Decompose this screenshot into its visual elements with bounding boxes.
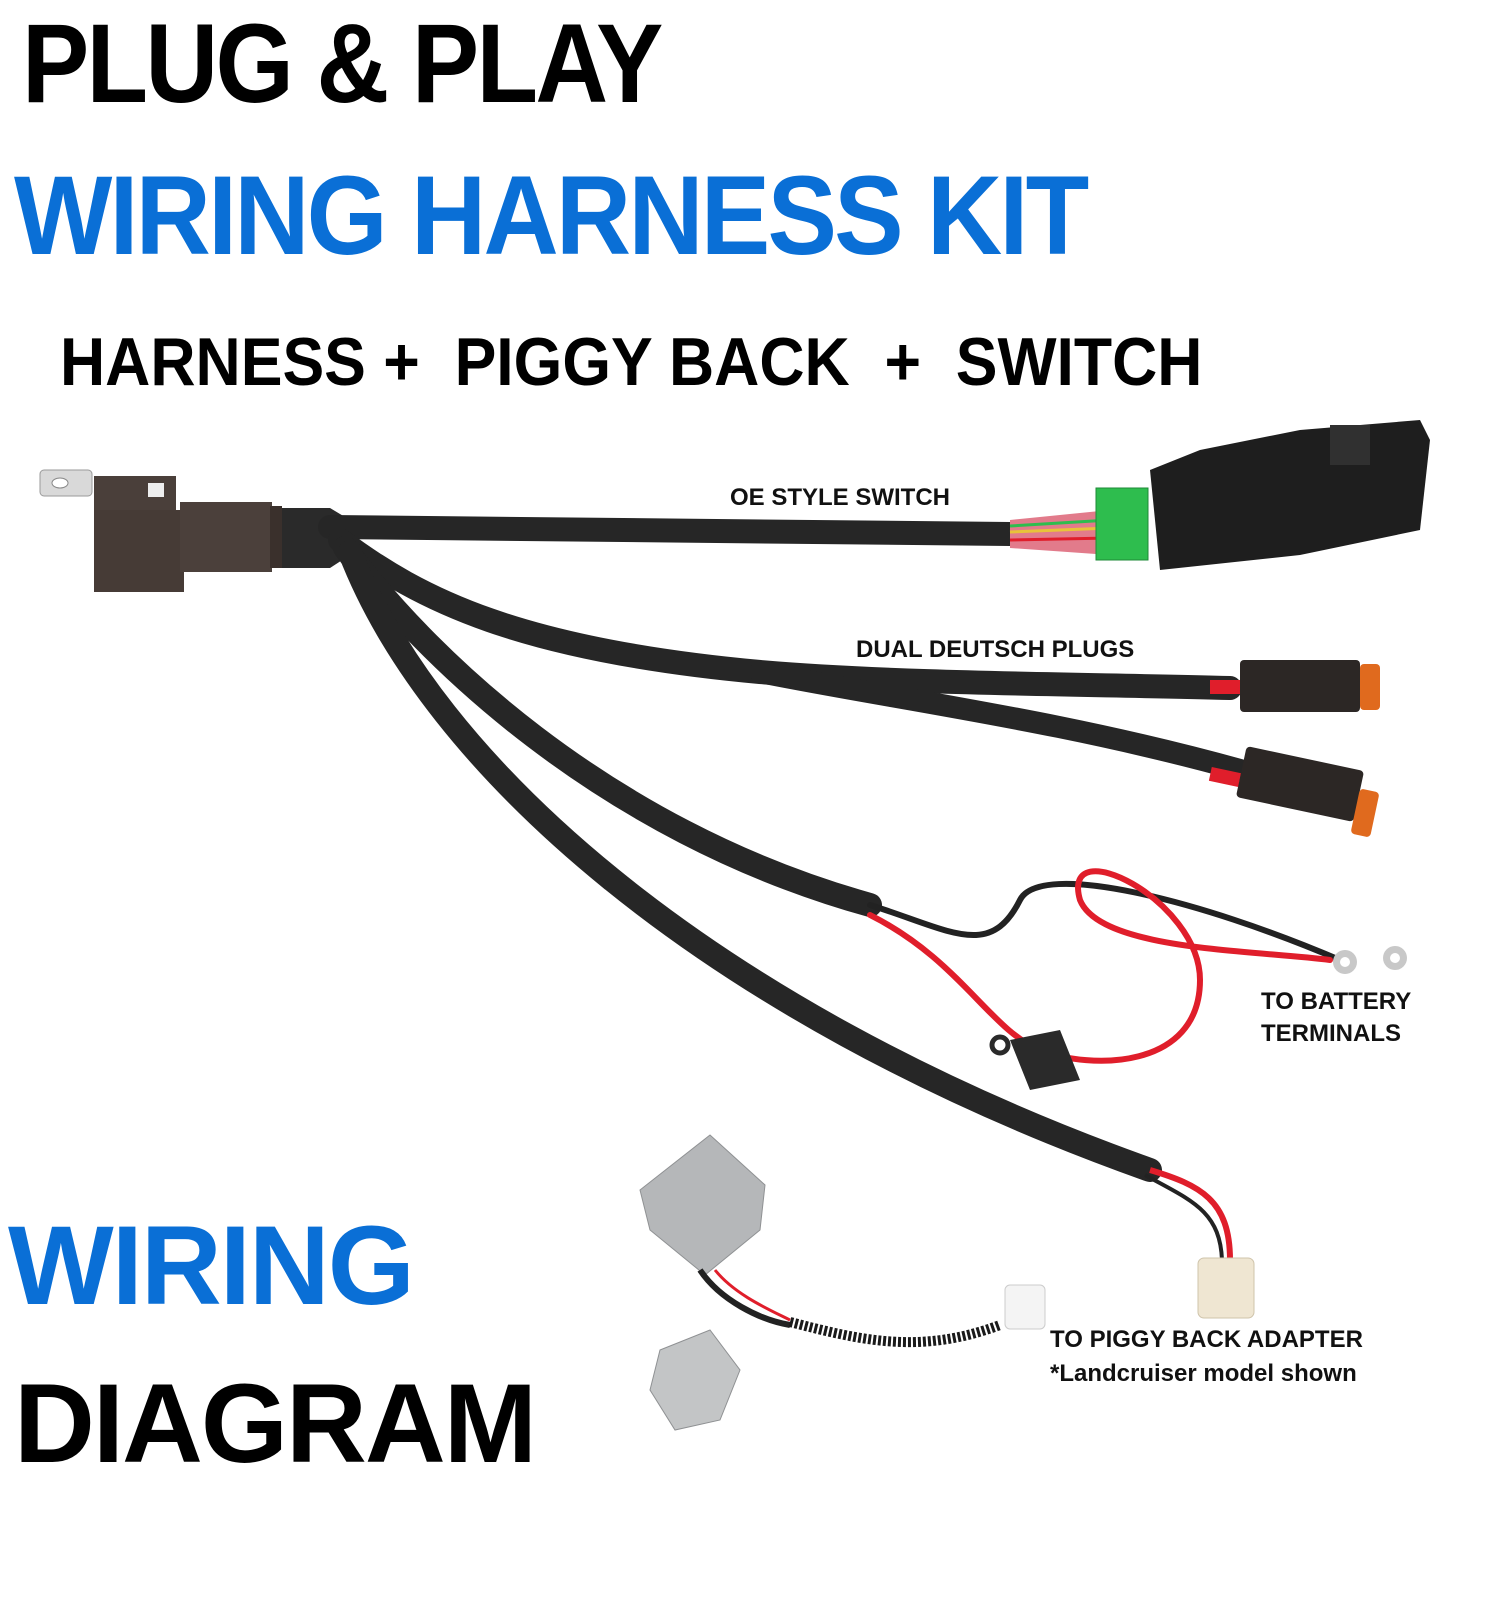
- piggyback-adapter-icon: [639, 1134, 1046, 1431]
- piggyback-lead: [1144, 1167, 1233, 1261]
- label-oe-switch: OE STYLE SWITCH: [730, 484, 951, 511]
- rocker-switch-icon: [1009, 420, 1430, 570]
- deutsch-plug-icon: [1208, 660, 1380, 837]
- label-piggyback-line-1: TO PIGGY BACK ADAPTER: [1050, 1326, 1363, 1353]
- label-battery-line-2: TERMINALS: [1261, 1020, 1401, 1047]
- label-battery-line-1: TO BATTERY: [1261, 988, 1412, 1015]
- piggyback-plug-icon: [1197, 1257, 1255, 1319]
- footer-line-1: WIRING: [8, 1203, 415, 1328]
- subtitle: HARNESS + PIGGY BACK + SWITCH: [60, 324, 1203, 400]
- cable-bundle: [318, 515, 1251, 1182]
- title-line-2: WIRING HARNESS KIT: [14, 153, 1089, 278]
- label-deutsch-plugs: DUAL DEUTSCH PLUGS: [856, 636, 1135, 663]
- label-piggyback-line-2: *Landcruiser model shown: [1050, 1360, 1357, 1387]
- footer-line-2: DIAGRAM: [14, 1361, 537, 1486]
- battery-leads: [867, 868, 1343, 1090]
- title-line-1: PLUG & PLAY: [22, 1, 663, 126]
- relay-icon: [39, 469, 350, 592]
- ring-terminal-icon: [1333, 946, 1407, 974]
